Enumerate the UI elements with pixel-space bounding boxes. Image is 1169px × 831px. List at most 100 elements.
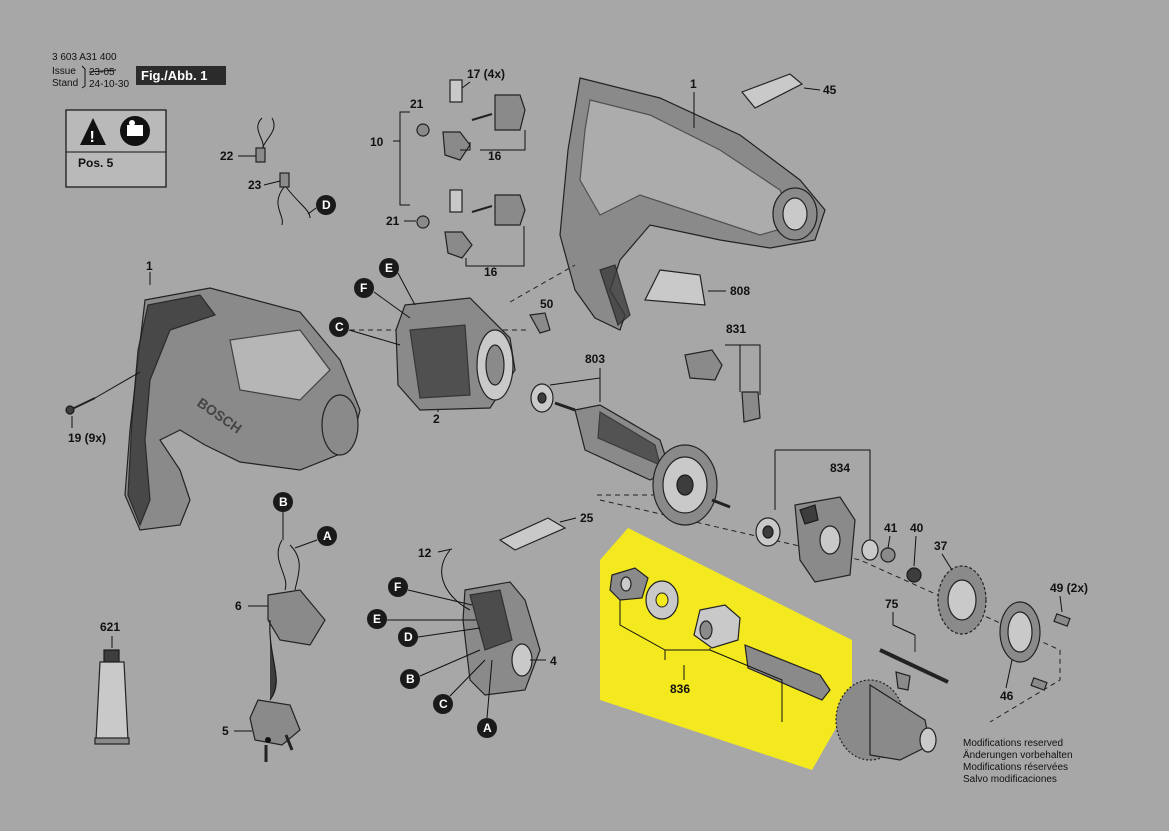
warning-pos-label: Pos. 5: [78, 156, 114, 170]
connector-A-switch-label: A: [483, 721, 492, 735]
part-45: [741, 73, 804, 109]
label-part-831: 831: [726, 322, 746, 336]
footer-notes: Modifications reserved Änderungen vorbeh…: [963, 738, 1073, 785]
part-armature-803: [530, 383, 731, 526]
part-grease-621: [94, 649, 130, 745]
issue-new: 24-10-30: [89, 79, 129, 90]
connector-E-top: [379, 258, 399, 278]
label-part-10: 10: [370, 135, 384, 149]
connector-A-cord: [317, 526, 337, 546]
label-part-21-b: 21: [386, 214, 400, 228]
warning-box: ! Pos. 5: [65, 109, 167, 188]
connector-D-top-label: D: [322, 198, 331, 212]
part-housing-half: [559, 77, 826, 331]
label-part-836: 836: [670, 682, 690, 696]
svg-text:!: !: [90, 129, 95, 146]
part-switch-4: [441, 549, 541, 696]
label-part-2: 2: [433, 412, 440, 426]
connector-D-switch: [398, 627, 418, 647]
label-part-40: 40: [910, 521, 924, 535]
label-part-23: 23: [248, 178, 262, 192]
connector-D-top: [316, 195, 336, 215]
issue-label: Issue: [52, 66, 76, 77]
part-831: [684, 344, 761, 423]
connector-C-switch: [433, 694, 453, 714]
issue-old: 23-05: [89, 67, 115, 78]
part-49-a: [1053, 613, 1071, 627]
label-part-16-a: 16: [488, 149, 502, 163]
doc-number: 3 603 A31 400: [52, 52, 117, 63]
stand-label: Stand: [52, 78, 78, 89]
connector-B-cord: [273, 492, 293, 512]
label-part-1-top: 1: [690, 77, 697, 91]
label-part-808: 808: [730, 284, 750, 298]
connector-A-switch: [477, 718, 497, 738]
label-part-1-left: 1: [146, 259, 153, 273]
label-part-45: 45: [823, 83, 837, 97]
label-part-834: 834: [830, 461, 850, 475]
connector-C-top: [329, 317, 349, 337]
part-40-b: [906, 567, 922, 583]
fig-label-box: [136, 66, 226, 85]
label-part-19: 19 (9x): [68, 431, 106, 445]
connector-F-switch-label: F: [394, 580, 401, 594]
footer-note-0: Modifications reserved: [963, 738, 1063, 749]
part-49-b: [1030, 677, 1048, 691]
part-key-75: [879, 635, 949, 691]
label-part-37: 37: [934, 539, 948, 553]
connector-C-top-label: C: [335, 320, 344, 334]
part-25: [498, 517, 567, 551]
label-part-22: 22: [220, 149, 234, 163]
fig-label: Fig./Abb. 1: [141, 68, 207, 83]
part-46: [999, 601, 1041, 663]
label-part-17: 17 (4x): [467, 67, 505, 81]
label-part-621: 621: [100, 620, 120, 634]
connector-A-cord-label: A: [323, 529, 332, 543]
label-part-803: 803: [585, 352, 605, 366]
footer-note-3: Salvo modificaciones: [963, 774, 1057, 785]
part-screw-19: [65, 371, 141, 415]
connector-F-switch: [388, 577, 408, 597]
connector-D-switch-label: D: [404, 630, 413, 644]
part-40-a: [880, 547, 896, 563]
part-plug-5: [249, 699, 301, 762]
label-part-46: 46: [1000, 689, 1014, 703]
connector-E-switch-label: E: [373, 612, 381, 626]
footer-note-2: Modifications réservées: [963, 762, 1068, 773]
label-part-75: 75: [885, 597, 899, 611]
part-group-836: [609, 567, 831, 722]
connector-F-top: [354, 278, 374, 298]
part-cord-6: [267, 539, 326, 701]
part-gear-37: [937, 565, 987, 635]
label-part-16-b: 16: [484, 265, 498, 279]
connector-E-switch: [367, 609, 387, 629]
label-part-6: 6: [235, 599, 242, 613]
label-part-12: 12: [418, 546, 432, 560]
warning-triangle-icon: [80, 118, 106, 145]
part-stator-2: [395, 297, 516, 411]
label-part-4: 4: [550, 654, 557, 668]
part-50: [529, 312, 551, 334]
label-part-25: 25: [580, 511, 594, 525]
part-housing-left: BOSCH: [124, 272, 361, 531]
footer-note-1: Änderungen vorbehalten: [963, 749, 1073, 761]
label-part-5: 5: [222, 724, 229, 738]
part-chuck: [835, 679, 937, 761]
part-41: [861, 539, 879, 561]
label-part-49: 49 (2x): [1050, 581, 1088, 595]
label-part-41: 41: [884, 521, 898, 535]
part-cable-22-23: [255, 117, 311, 226]
part-834: [755, 449, 871, 583]
connector-E-top-label: E: [385, 261, 393, 275]
part-808: [644, 269, 706, 306]
part-brush-group: [393, 79, 526, 259]
connector-C-switch-label: C: [439, 697, 448, 711]
label-part-21-a: 21: [410, 97, 424, 111]
doc-header: 3 603 A31 400 Issue Stand 23-05 24-10-30…: [52, 52, 226, 90]
connector-B-cord-label: B: [279, 495, 288, 509]
label-part-50: 50: [540, 297, 554, 311]
connector-B-switch: [400, 669, 420, 689]
connector-F-top-label: F: [360, 281, 367, 295]
